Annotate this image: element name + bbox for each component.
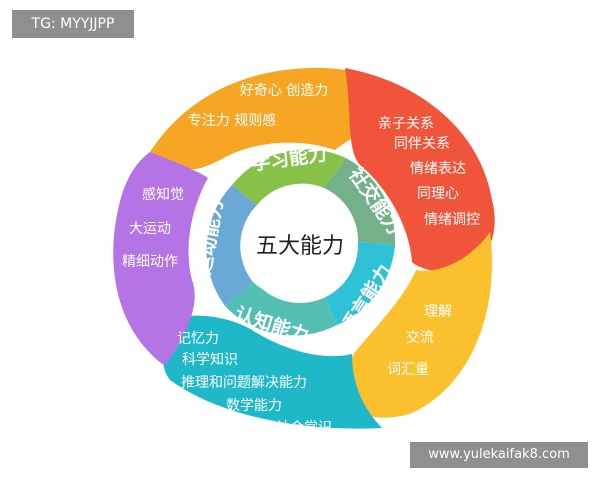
ring-language <box>322 242 395 325</box>
petal-motor <box>113 152 208 366</box>
learning-item: 专注力 规则感 <box>188 112 276 129</box>
watermark: www.yulekaifak8.com <box>410 442 588 468</box>
learning-item: 好奇心 创造力 <box>240 82 328 99</box>
cognitive-item: 推理和问题解决能力 <box>181 375 307 391</box>
ring-social <box>324 158 396 245</box>
cognitive-item: 科学知识 <box>182 351 238 368</box>
cognitive-item: 数学能力 <box>226 398 282 414</box>
petal-learning <box>150 67 400 170</box>
petal-language <box>339 232 492 418</box>
ring-cognitive <box>225 282 337 336</box>
social-item: 情绪表达 <box>410 161 466 177</box>
cognitive-item: 记忆力 <box>177 331 219 347</box>
language-item: 词汇量 <box>387 362 429 378</box>
cognitive-item: 社会常识 <box>276 420 332 436</box>
language-item: 理解 <box>424 304 452 320</box>
center-label: 五大能力 <box>256 234 344 259</box>
petal-social <box>345 68 495 273</box>
motor-item: 精细动作 <box>122 254 178 270</box>
top-tag: TG: MYYJJPP <box>12 10 134 38</box>
ring-motor <box>206 185 257 306</box>
social-item: 亲子关系 <box>378 116 434 132</box>
motor-item: 大运动 <box>129 221 171 237</box>
social-item: 同伴关系 <box>394 136 450 152</box>
center-circle <box>242 187 358 303</box>
social-item: 同理心 <box>417 186 459 202</box>
social-item: 情绪调控 <box>424 212 480 228</box>
petal-cognitive <box>162 315 382 429</box>
ring-learning <box>232 149 346 205</box>
language-item: 交流 <box>406 329 434 346</box>
motor-item: 感知觉 <box>142 186 184 203</box>
